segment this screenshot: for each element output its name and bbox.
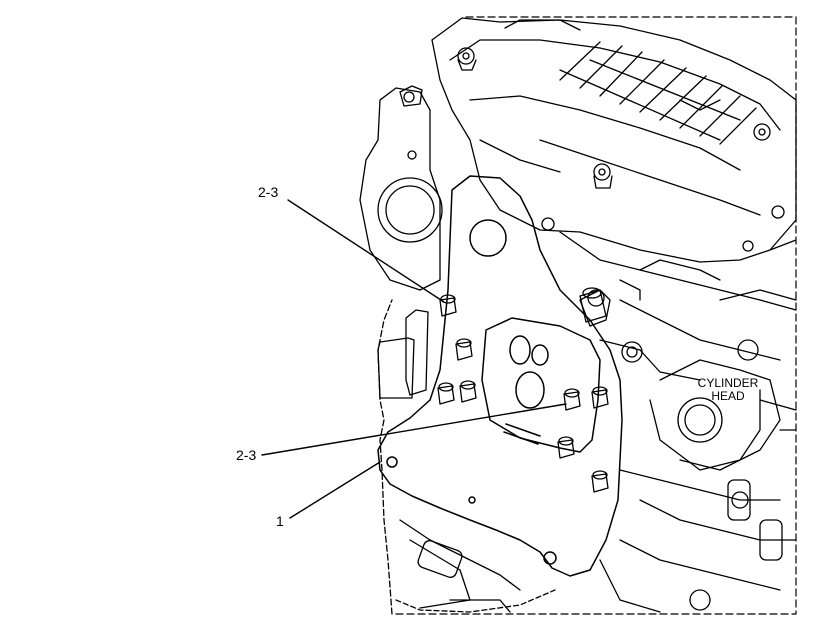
bolt [591, 386, 609, 409]
engine-block [359, 85, 556, 615]
callout-upper-bolts: 2-3 [258, 184, 279, 200]
callout-plate: 1 [276, 513, 284, 529]
bolt [455, 338, 473, 361]
bolt [437, 382, 455, 405]
cylinder-head-label-line1: CYLINDER [697, 376, 759, 390]
bolt [563, 388, 581, 411]
bolt [459, 380, 477, 403]
leader-line-upper [287, 199, 445, 303]
bolt [439, 294, 457, 317]
leader-line-lower [261, 403, 567, 456]
bolt-group [437, 287, 609, 493]
callout-lower-bolts: 2-3 [236, 447, 257, 463]
bolt [557, 436, 575, 459]
cylinder-head-label-line2: HEAD [711, 389, 745, 403]
leader-lines [261, 199, 567, 519]
cylinder-head [559, 231, 797, 613]
front-plate [377, 175, 623, 577]
bolt [579, 287, 607, 323]
leader-line-plate [289, 461, 381, 519]
valve-cover [431, 17, 797, 263]
cylinder-head-label: CYLINDER HEAD [688, 377, 768, 403]
bolt [591, 470, 609, 493]
image-frame [391, 16, 797, 615]
